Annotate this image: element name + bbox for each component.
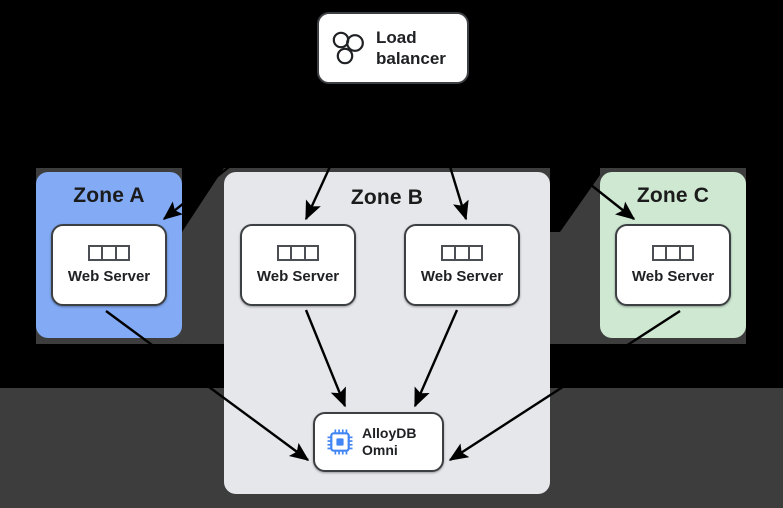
server-rack-icon [88, 245, 130, 261]
three-circles-icon [332, 31, 364, 65]
zone-b-server-1-to-alloydb-arrow [304, 309, 347, 408]
lb-to-zone-c-server-arrow [465, 85, 636, 220]
zone-b-web-server-1-label: Web Server [256, 268, 340, 285]
alloydb-omni-label: AlloyDB Omni [362, 425, 417, 458]
lb-to-zone-a-server-arrow [162, 85, 331, 220]
zone-c-web-server-label: Web Server [631, 268, 715, 285]
zone-a-title: Zone A [73, 184, 145, 207]
zone-b-title: Zone B [350, 186, 424, 209]
zone-a-web-server-label: Web Server [67, 268, 151, 285]
load-balancer-node[interactable]: Load balancer [317, 12, 469, 84]
alloydb-omni-node[interactable]: AlloyDB Omni [313, 412, 444, 472]
zone-c-web-server-node[interactable]: Web Server [615, 224, 731, 306]
zone-b-web-server-2-label: Web Server [420, 268, 504, 285]
zone-a-server-to-alloydb-arrow [105, 310, 310, 461]
server-rack-icon [277, 245, 319, 261]
lb-to-zone-b-server-1-arrow [304, 87, 368, 221]
zone-b-web-server-2-node[interactable]: Web Server [404, 224, 520, 306]
zone-b-web-server-1-node[interactable]: Web Server [240, 224, 356, 306]
zone-a-web-server-node[interactable]: Web Server [51, 224, 167, 306]
lb-to-zone-b-server-2-arrow [424, 87, 469, 221]
zone-c-server-to-alloydb-arrow [448, 309, 681, 462]
server-rack-icon [652, 245, 694, 261]
server-rack-icon [441, 245, 483, 261]
cpu-chip-icon [327, 429, 353, 455]
load-balancer-label: Load balancer [376, 28, 446, 68]
zone-b-server-2-to-alloydb-arrow [413, 309, 459, 408]
zone-c-title: Zone C [636, 184, 710, 207]
